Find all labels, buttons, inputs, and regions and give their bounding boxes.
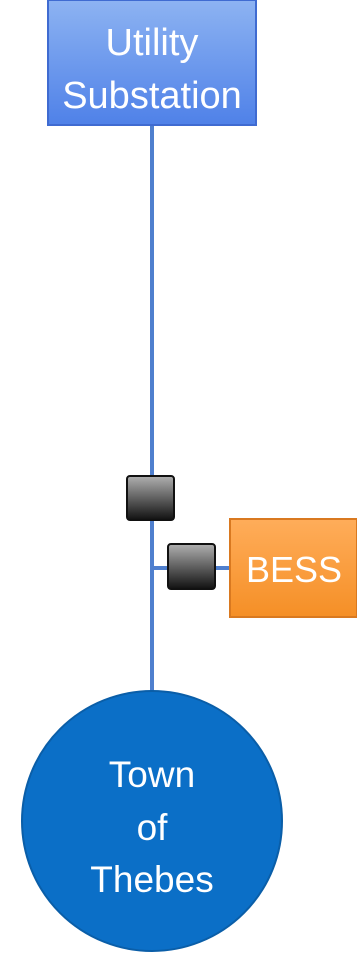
town-label-line2: of xyxy=(137,807,169,848)
town-label-line3: Thebes xyxy=(90,859,213,900)
utility-substation-label-line2: Substation xyxy=(62,75,242,117)
utility-substation-box xyxy=(47,0,257,126)
utility-substation-node[interactable]: Utility Substation xyxy=(47,0,257,126)
bess-box xyxy=(229,518,357,618)
town-of-thebes-node[interactable]: Town of Thebes xyxy=(21,690,283,952)
town-circle xyxy=(21,690,283,952)
breaker-icon[interactable] xyxy=(167,543,216,590)
bess-label: BESS xyxy=(246,549,342,590)
utility-substation-label-line1: Utility xyxy=(106,22,199,64)
breaker-icon[interactable] xyxy=(126,475,175,521)
bess-node[interactable]: BESS xyxy=(229,518,357,618)
town-label-line1: Town xyxy=(109,754,195,795)
